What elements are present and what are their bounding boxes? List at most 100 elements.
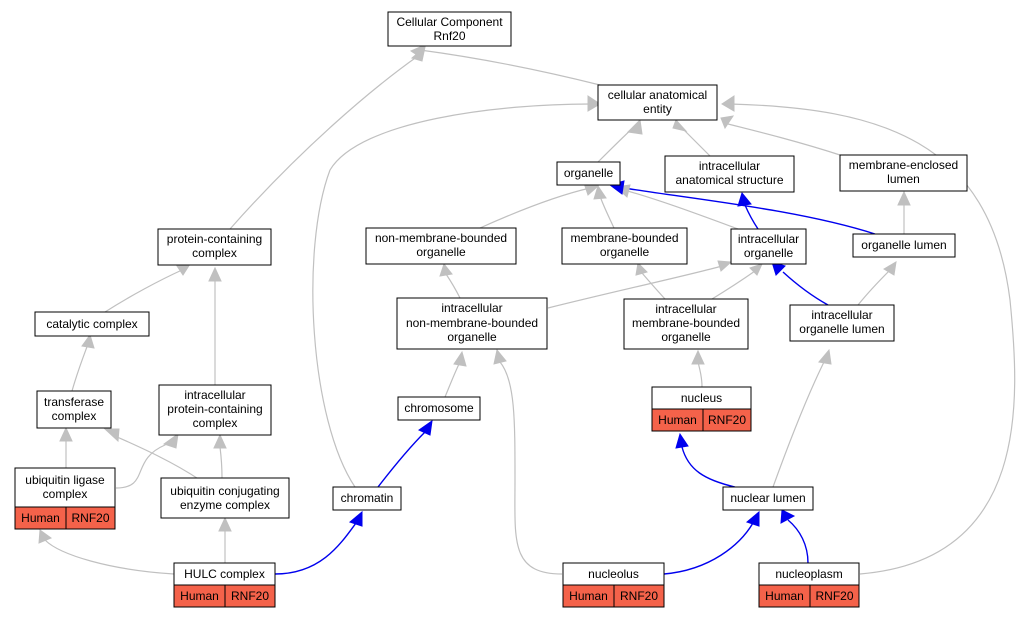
- node-label-line: intracellular: [184, 388, 245, 402]
- node-cellular-component-root[interactable]: Cellular Component Rnf20: [387, 11, 512, 47]
- arrowhead: [439, 262, 453, 277]
- node-nucleus[interactable]: nucleus Human RNF20: [651, 386, 752, 432]
- edges: [38, 44, 1016, 575]
- node-chromosome[interactable]: chromosome: [397, 396, 481, 421]
- edge-chromatin-to-chromosome: [377, 431, 426, 488]
- edge-membrane-bounded-organelle-to-organelle: [599, 195, 615, 229]
- node-hulc-complex[interactable]: HULC complex Human RNF20: [173, 562, 276, 608]
- node-intracellular-organelle[interactable]: intracellular organelle: [730, 228, 807, 265]
- node-label-line: membrane-bounded: [570, 231, 678, 245]
- edge-ubiquitin-conjugating-enzyme-complex-to-intracellular-protein-containing-complex: [219, 446, 223, 479]
- annotation-species-label: Human: [658, 413, 697, 427]
- node-label-line: intracellular: [811, 308, 872, 322]
- annotation-gene-cell: RNF20: [224, 584, 276, 608]
- arrowhead: [675, 432, 689, 449]
- node-label-line: non-membrane-bounded: [406, 316, 538, 330]
- annotation-gene-label: RNF20: [815, 589, 853, 603]
- node-label-line: non-membrane-bounded: [375, 231, 507, 245]
- node-label-line: organelle: [600, 245, 650, 259]
- annotation-gene-label: RNF20: [71, 511, 109, 525]
- node-intracellular-organelle-lumen[interactable]: intracellular organelle lumen: [789, 304, 895, 342]
- node-label-line: organelle: [564, 166, 614, 180]
- node-intracellular-protein-containing-complex[interactable]: intracellular protein-containing complex: [158, 384, 272, 436]
- node-label-line: transferase: [44, 395, 104, 409]
- annotation-species-label: Human: [765, 589, 804, 603]
- edge-intracellular-membrane-bounded-organelle-to-membrane-bounded-organelle: [641, 272, 666, 300]
- node-label-line: complex: [193, 416, 238, 430]
- arrowhead: [691, 349, 705, 365]
- node-label-line: organelle: [416, 245, 466, 259]
- annotation-species-cell: Human: [14, 506, 67, 530]
- edge-intracellular-organelle-to-organelle: [623, 189, 739, 230]
- edge-intracellular-non-membrane-bounded-organelle-to-intracellular-organelle: [547, 265, 723, 309]
- edge-intracellular-organelle-to-intracellular-anatomical-structure: [744, 204, 759, 230]
- node-label-line: complex: [52, 409, 97, 423]
- arrowhead: [737, 191, 752, 207]
- node-label-line: protein-containing: [167, 402, 262, 416]
- node-label-line: ubiquitin ligase: [25, 473, 105, 487]
- annotation-gene-label: RNF20: [708, 413, 746, 427]
- node-intracellular-anatomical-structure[interactable]: intracellular anatomical structure: [664, 155, 795, 193]
- annotation-species-label: Human: [21, 511, 60, 525]
- arrowhead: [176, 263, 192, 276]
- node-label-line: nuclear lumen: [730, 491, 805, 505]
- node-label-line: Cellular Component: [396, 15, 503, 29]
- annotation-species-cell: Human: [651, 408, 704, 432]
- edge-nucleolus-to-nuclear-lumen: [663, 522, 754, 575]
- arrowhead: [818, 348, 832, 365]
- edge-cellular-anatomical-entity-to-root: [419, 49, 601, 86]
- node-label-line: nucleus: [681, 391, 722, 405]
- node-catalytic-complex[interactable]: catalytic complex: [34, 311, 150, 337]
- arrowhead: [593, 184, 607, 200]
- node-cellular-anatomical-entity[interactable]: cellular anatomical entity: [597, 84, 718, 121]
- node-ubiquitin-conjugating-enzyme-complex[interactable]: ubiquitin conjugating enzyme complex: [160, 477, 290, 519]
- annotation-species-label: Human: [569, 589, 608, 603]
- edge-catalytic-complex-to-protein-containing-complex: [104, 269, 183, 313]
- edge-protein-containing-complex-to-root: [229, 55, 419, 230]
- node-label-line: organelle lumen: [861, 238, 946, 252]
- annotation-species-cell: Human: [758, 584, 811, 608]
- node-protein-containing-complex[interactable]: protein-containing complex: [157, 228, 272, 266]
- edge-nucleolus-to-intracellular-non-membrane-bounded-organelle: [499, 361, 563, 575]
- node-label-line: cellular anatomical: [608, 88, 707, 102]
- node-organelle-lumen[interactable]: organelle lumen: [852, 233, 956, 258]
- node-label-line: ubiquitin conjugating: [170, 484, 279, 498]
- node-intracellular-membrane-bounded-organelle[interactable]: intracellular membrane-bounded organelle: [623, 298, 749, 350]
- edge-nucleoplasm-to-nuclear-lumen: [787, 519, 809, 564]
- arrowhead: [208, 266, 222, 282]
- edge-nucleoplasm-to-cellular-anatomical-entity: [729, 103, 1016, 575]
- node-nucleoplasm[interactable]: nucleoplasm Human RNF20: [758, 562, 860, 608]
- arrowhead: [626, 118, 643, 135]
- arrowhead: [780, 509, 796, 524]
- node-label-line: intracellular: [738, 232, 799, 246]
- arrowhead: [213, 433, 227, 449]
- node-non-membrane-bounded-organelle[interactable]: non-membrane-bounded organelle: [365, 227, 517, 265]
- node-intracellular-non-membrane-bounded-organelle[interactable]: intracellular non-membrane-bounded organ…: [396, 297, 548, 350]
- node-label-line: chromatin: [341, 491, 394, 505]
- node-membrane-enclosed-lumen[interactable]: membrane-enclosed lumen: [839, 154, 968, 192]
- edge-chromosome-to-intracellular-non-membrane-bounded-organelle: [444, 361, 461, 398]
- arrowhead: [59, 426, 73, 442]
- node-nuclear-lumen[interactable]: nuclear lumen: [722, 486, 814, 511]
- arrowhead: [635, 261, 648, 276]
- node-chromatin[interactable]: chromatin: [332, 486, 402, 511]
- arrowhead: [720, 115, 735, 130]
- annotation-species-label: Human: [180, 589, 219, 603]
- nodes: Cellular Component Rnf20 cellular anatom…: [14, 11, 968, 608]
- node-nucleolus[interactable]: nucleolus Human RNF20: [562, 562, 665, 608]
- node-transferase-complex[interactable]: transferase complex: [36, 390, 112, 429]
- node-label-line: protein-containing: [167, 232, 262, 246]
- edge-intracellular-membrane-bounded-organelle-to-intracellular-organelle: [711, 270, 756, 300]
- node-label-line: entity: [643, 102, 672, 116]
- node-label-line: nucleoplasm: [775, 567, 842, 581]
- arrowhead: [38, 529, 53, 544]
- arrowhead: [81, 333, 95, 349]
- node-membrane-bounded-organelle[interactable]: membrane-bounded organelle: [561, 227, 688, 265]
- node-label-line: membrane-enclosed: [849, 158, 958, 172]
- arrowhead: [162, 432, 179, 449]
- arrowhead: [883, 261, 897, 276]
- node-ubiquitin-ligase-complex[interactable]: ubiquitin ligase complex Human RNF20: [14, 467, 116, 530]
- node-organelle[interactable]: organelle: [556, 161, 621, 186]
- node-label-line: anatomical structure: [675, 173, 783, 187]
- annotation-species-cell: Human: [173, 584, 226, 608]
